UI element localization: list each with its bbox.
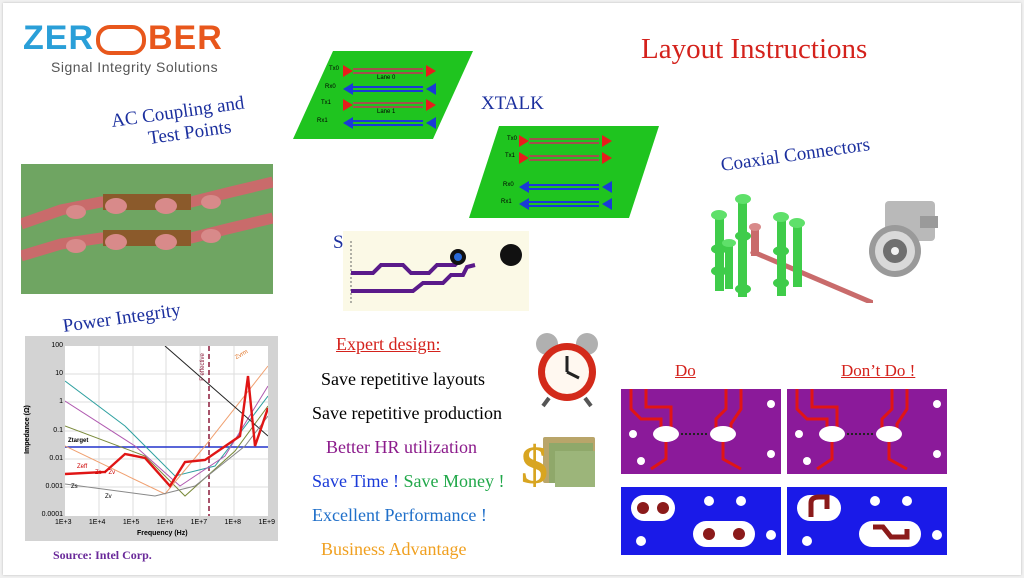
- pi-xticks: 1E+3 1E+4 1E+5 1E+6 1E+7 1E+8 1E+9: [55, 519, 275, 526]
- lane0-label: Lane 0: [377, 75, 396, 81]
- coaxial-label: Coaxial Connectors: [719, 134, 872, 176]
- pi-yticks: 100 10 1 0.1 0.01 0.001 0.0001: [29, 342, 63, 518]
- bullet-performance: Excellent Performance !: [312, 505, 487, 525]
- do-pcb-top-image: [621, 389, 781, 474]
- pi-xtick: 1E+7: [190, 519, 208, 526]
- lane1-rx1: Rx1: [317, 118, 328, 124]
- pi-xtick: 1E+8: [224, 519, 242, 526]
- bullet-business: Business Advantage: [321, 539, 467, 559]
- do-label: Do: [675, 361, 696, 380]
- pi-zs-zv: Zs + Zv: [95, 470, 116, 476]
- logo-part2: BER: [148, 19, 223, 57]
- pi-ytick: 0.001: [45, 483, 63, 490]
- lanes-board-2: Tx0 Tx1 Rx0 Rx1: [469, 126, 659, 218]
- pi-plot-area: Ztarget Zeff Zs + Zv Zs Zv Zvrm F effect…: [65, 346, 268, 516]
- logo-o-icon: [96, 25, 146, 56]
- coaxial-pins-image: [711, 194, 873, 303]
- xtalk-label: XTALK: [481, 93, 544, 114]
- pi-xtick: 1E+4: [88, 519, 106, 526]
- logo-tagline: Signal Integrity Solutions: [51, 59, 219, 75]
- money-icon: $: [521, 435, 595, 495]
- bullet-hr: Better HR utilization: [326, 437, 477, 457]
- pi-xlabel: Frequency (Hz): [137, 530, 188, 537]
- pi-xtick: 1E+5: [122, 519, 140, 526]
- skew-trace-image: [343, 231, 529, 311]
- power-integrity-chart: Ztarget Zeff Zs + Zv Zs Zv Zvrm F effect…: [23, 336, 278, 541]
- bullet-save-time: Save Time !: [312, 471, 400, 491]
- bullet-save-time-money: Save Time ! Save Money !: [312, 471, 505, 492]
- page-title: Layout Instructions: [641, 33, 868, 65]
- lanes-board-1-shape: [293, 51, 473, 139]
- pi-ytick: 10: [55, 370, 63, 377]
- lane1-label: Lane 1: [377, 109, 396, 115]
- pi-zs: Zs: [71, 484, 78, 490]
- pi-ytick: 0.1: [53, 427, 63, 434]
- bullet-save-money: Save Money !: [403, 471, 505, 491]
- bullet-save-layouts: Save repetitive layouts: [321, 369, 485, 389]
- pi-ztarget: Ztarget: [68, 438, 89, 444]
- pi-f-effective: F effective: [199, 353, 206, 381]
- pi-ylabel: Impedance (Ω): [23, 405, 31, 454]
- pi-zeff: Zeff: [77, 464, 88, 470]
- lane1-tx0: Tx0: [329, 66, 340, 72]
- lane2-tx1: Tx1: [505, 153, 516, 159]
- lanes-board-2-shape: [469, 126, 659, 218]
- lanes-board-1: Tx0 Rx0 Tx1 Rx1 Lane 0 Lane 1: [293, 51, 473, 139]
- alarm-clock-icon: [536, 333, 598, 408]
- slide: ZER BER Signal Integrity Solutions Layout…: [3, 3, 1021, 575]
- lane2-rx1: Rx1: [501, 199, 512, 205]
- lane1-tx1: Tx1: [321, 100, 332, 106]
- expert-design-heading: Expert design:: [336, 334, 441, 354]
- pi-ytick: 1: [59, 398, 63, 405]
- pi-xtick: 1E+9: [258, 519, 275, 526]
- ac-coupling-pcb-image: [21, 164, 273, 294]
- pi-ytick: 100: [51, 342, 63, 349]
- coax-connector-image: [869, 201, 938, 277]
- ac-coupling-label: AC Coupling and Test Points: [110, 93, 249, 155]
- bullet-save-production: Save repetitive production: [312, 403, 502, 423]
- power-integrity-label: Power Integrity: [61, 299, 182, 337]
- lane1-rx0: Rx0: [325, 84, 336, 90]
- dont-pcb-bottom-image: [787, 487, 947, 555]
- pi-xtick: 1E+3: [55, 519, 72, 526]
- logo-part1: ZER: [23, 19, 94, 57]
- pi-ytick: 0.01: [49, 455, 63, 462]
- pi-xtick: 1E+6: [156, 519, 174, 526]
- pi-zv: Zv: [105, 494, 112, 500]
- lane2-tx0: Tx0: [507, 136, 518, 142]
- svg-text:$: $: [521, 435, 548, 495]
- do-pcb-bottom-image: [621, 487, 781, 555]
- dont-do-label: Don’t Do !: [841, 361, 916, 380]
- lane2-rx0: Rx0: [503, 182, 514, 188]
- pi-ytick: 0.0001: [41, 511, 63, 518]
- dont-pcb-top-image: [787, 389, 947, 474]
- source-note: Source: Intel Corp.: [53, 548, 152, 562]
- zerober-logo: ZER BER: [23, 19, 223, 58]
- pi-curves: [65, 346, 268, 516]
